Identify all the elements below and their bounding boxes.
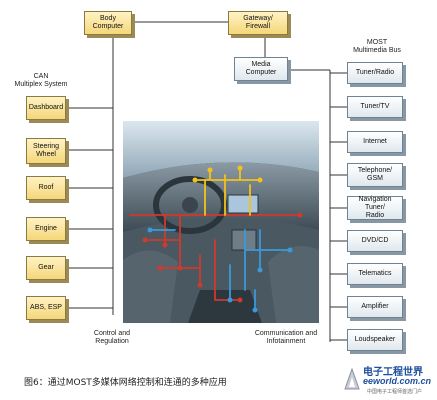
gateway-box: Gateway/ Firewall bbox=[228, 11, 288, 35]
can-box-roof: Roof bbox=[26, 176, 66, 200]
most-header: MOST Multimedia Bus bbox=[353, 39, 401, 54]
watermark-url: eeworld.com.cn bbox=[363, 376, 432, 386]
most-box-amplifier: Amplifier bbox=[347, 296, 403, 318]
body-computer-box: Body Computer bbox=[84, 11, 132, 35]
most-box-dvd-cd: DVD/CD bbox=[347, 230, 403, 252]
can-header: CAN Multiplex System bbox=[14, 73, 68, 88]
can-box-gear: Gear bbox=[26, 256, 66, 280]
can-box-abs-esp: ABS, ESP bbox=[26, 296, 66, 320]
figure-caption: 图6：通过MOST多媒体网络控制和连通的多种应用 bbox=[24, 378, 227, 388]
communication-infotainment-label: Communication and Infotainment bbox=[254, 330, 318, 345]
media-computer-box: Media Computer bbox=[234, 57, 288, 81]
most-box-internet: Internet bbox=[347, 131, 403, 153]
can-box-dashboard: Dashboard bbox=[26, 96, 66, 120]
watermark-title: 电子工程世界 bbox=[363, 367, 423, 378]
can-box-engine: Engine bbox=[26, 217, 66, 241]
most-box-telephone-gsm: Telephone/ GSM bbox=[347, 163, 403, 187]
watermark-subtitle: 中国电子工程师首选门户 bbox=[367, 389, 423, 395]
control-regulation-label: Control and Regulation bbox=[93, 330, 131, 345]
most-box-loudspeaker: Loudspeaker bbox=[347, 329, 403, 351]
car-interior-image bbox=[123, 121, 319, 323]
eeworld-watermark: 电子工程世界 eeworld.com.cn 中国电子工程师首选门户 bbox=[339, 363, 435, 397]
most-box-tuner-radio: Tuner/Radio bbox=[347, 62, 403, 84]
most-box-telematics: Telematics bbox=[347, 263, 403, 285]
most-box-tuner-tv: Tuner/TV bbox=[347, 96, 403, 118]
can-box-steering-wheel: Steering Wheel bbox=[26, 138, 66, 164]
eeworld-logo-icon bbox=[344, 367, 360, 390]
most-box-navigation: Navigation Tuner/ Radio bbox=[347, 196, 403, 220]
